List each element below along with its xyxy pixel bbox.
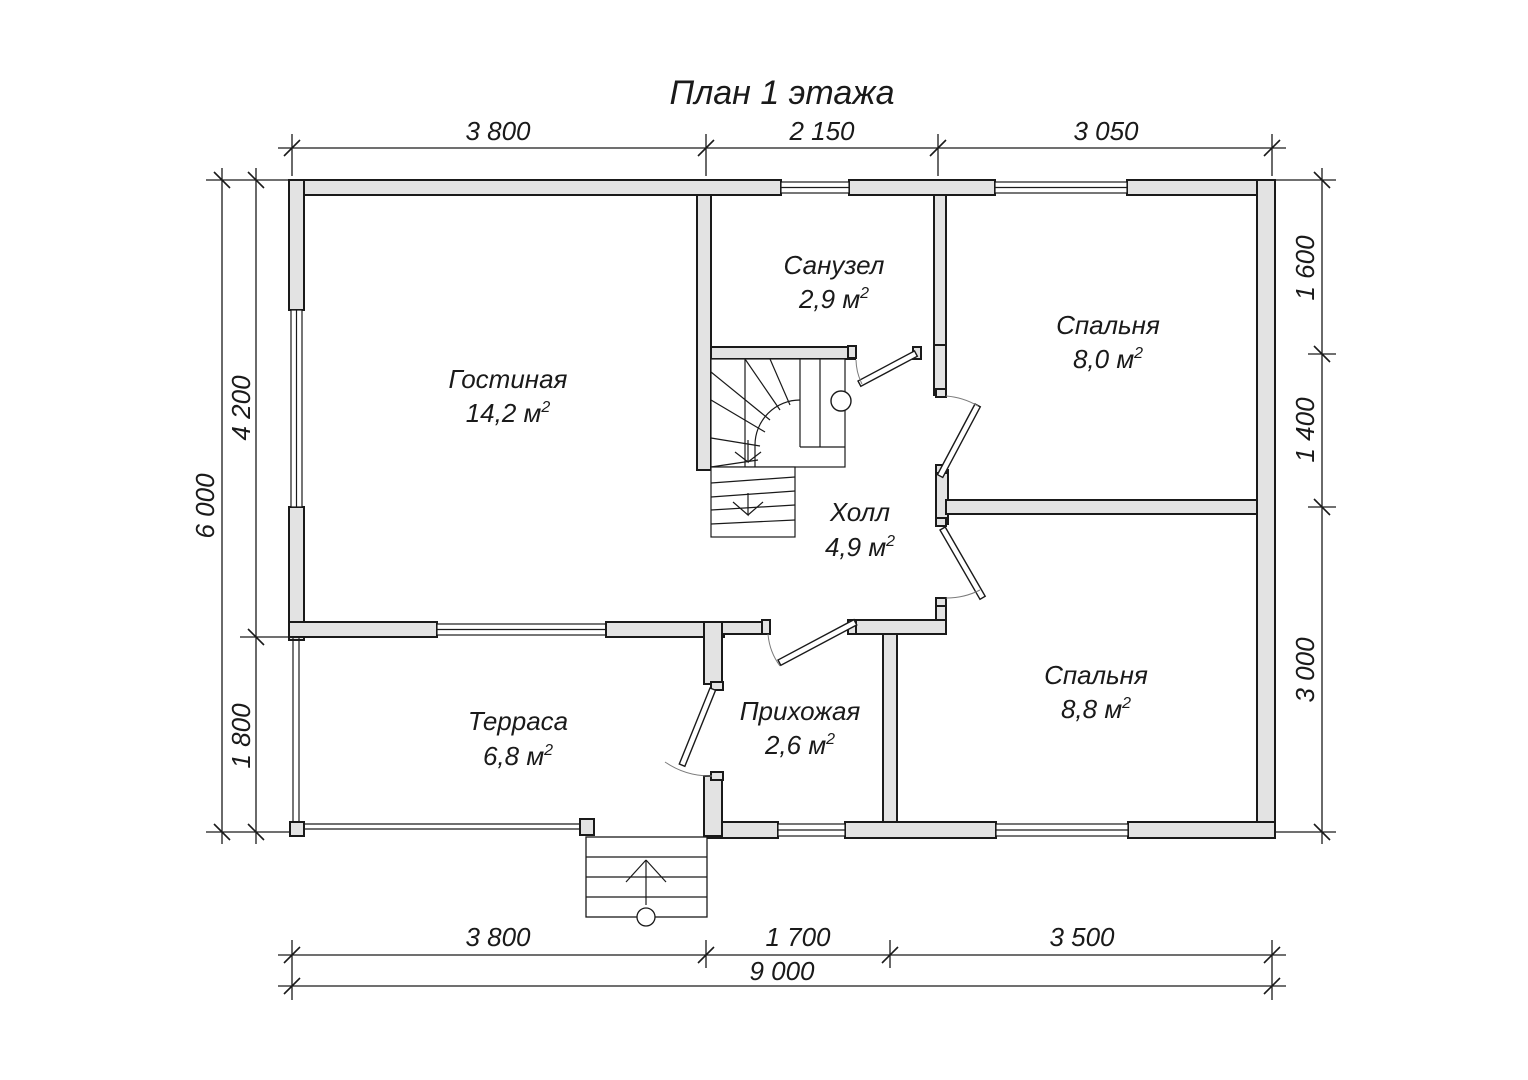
room-bedroom-1: Спальня 8,0 м2 xyxy=(1056,310,1160,374)
room-area: 2,6 м2 xyxy=(764,730,835,760)
dim-bottom-1: 3 800 xyxy=(465,922,531,952)
room-name: Спальня xyxy=(1056,310,1160,340)
room-name: Гостиная xyxy=(449,364,568,394)
room-bedroom-2: Спальня 8,8 м2 xyxy=(1044,660,1148,724)
entrance-steps xyxy=(585,836,708,927)
room-terrace: Терраса 6,8 м2 xyxy=(468,706,568,771)
dim-top-1: 3 800 xyxy=(465,116,531,146)
dim-total-width: 9 000 xyxy=(749,956,815,986)
dim-right-2: 1 400 xyxy=(1290,397,1320,463)
dim-top-3: 3 050 xyxy=(1073,116,1139,146)
room-name: Спальня xyxy=(1044,660,1148,690)
dim-right-1: 1 600 xyxy=(1290,235,1320,301)
room-entry: Прихожая 2,6 м2 xyxy=(740,696,861,760)
dimension-labels: 3 800 2 150 3 050 3 800 1 700 3 500 9 00… xyxy=(190,116,1320,986)
room-bathroom: Санузел 2,9 м2 xyxy=(784,250,885,314)
room-labels: Гостиная 14,2 м2 Санузел 2,9 м2 Спальня … xyxy=(449,250,1160,771)
staircase xyxy=(710,358,852,538)
room-area: 8,8 м2 xyxy=(1061,694,1131,724)
dim-left-inner-2: 1 800 xyxy=(226,703,256,769)
room-name: Терраса xyxy=(468,706,568,736)
room-hall: Холл 4,9 м2 xyxy=(825,497,895,562)
room-name: Прихожая xyxy=(740,696,861,726)
dim-left-inner-1: 4 200 xyxy=(226,375,256,441)
dim-bottom-3: 3 500 xyxy=(1049,922,1115,952)
room-area: 6,8 м2 xyxy=(483,741,553,771)
dimension-lines xyxy=(206,134,1336,1000)
plan-title: План 1 этажа xyxy=(669,74,894,112)
dim-left-outer: 6 000 xyxy=(190,473,220,539)
room-area: 14,2 м2 xyxy=(466,398,551,428)
dim-top-2: 2 150 xyxy=(788,116,855,146)
doors xyxy=(664,345,987,781)
room-area: 8,0 м2 xyxy=(1073,344,1143,374)
dim-right-3: 3 000 xyxy=(1290,637,1320,703)
room-area: 2,9 м2 xyxy=(798,284,869,314)
dim-bottom-2: 1 700 xyxy=(765,922,831,952)
room-name: Санузел xyxy=(784,250,885,280)
room-living: Гостиная 14,2 м2 xyxy=(449,364,568,428)
room-name: Холл xyxy=(829,497,890,527)
room-area: 4,9 м2 xyxy=(825,532,895,562)
walls xyxy=(288,179,1276,839)
